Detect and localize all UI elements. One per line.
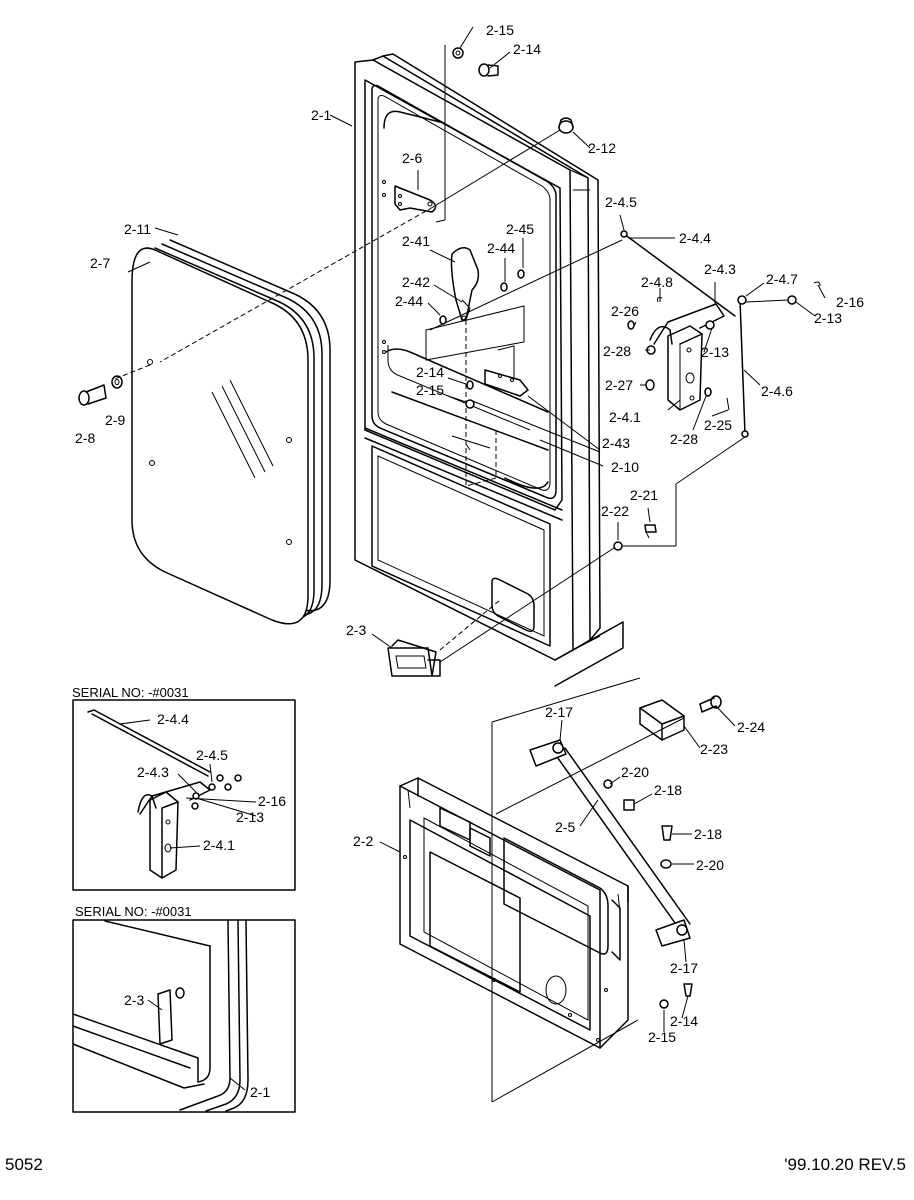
label-2-22: 2-22	[601, 503, 629, 519]
label-2-17: 2-17	[670, 960, 698, 976]
lower-hardware	[603, 779, 693, 1009]
lock-hardware	[627, 281, 821, 411]
hidden-parts-outline	[425, 305, 529, 487]
label-2-44: 2-44	[487, 240, 515, 256]
label-2-4-7: 2-4.7	[766, 271, 798, 287]
small-parts-2-44-2-45	[439, 269, 525, 325]
label-2-3: 2-3	[346, 622, 366, 638]
label-2-28: 2-28	[670, 431, 698, 447]
label-2-4-1: 2-4.1	[609, 409, 641, 425]
label-2-45: 2-45	[506, 221, 534, 237]
washer-2-9	[111, 375, 123, 389]
label-2-24: 2-24	[737, 719, 765, 735]
inset-leader-lines	[119, 719, 246, 1091]
door-handle-2-3	[387, 639, 441, 677]
label-2-15: 2-15	[486, 22, 514, 38]
gas-spring-2-5	[529, 739, 691, 947]
label-2-42: 2-42	[402, 274, 430, 290]
label-2-4-4: 2-4.4	[679, 230, 711, 246]
label-2-18: 2-18	[694, 826, 722, 842]
label-2-6: 2-6	[402, 150, 422, 166]
label-2-12: 2-12	[588, 140, 616, 156]
door-frame	[354, 53, 624, 687]
leader-lines	[111, 26, 826, 1032]
label-2-16: 2-16	[258, 793, 286, 809]
door-lock-2-4-1	[649, 303, 725, 411]
knob-2-12	[558, 117, 574, 134]
label-2-2: 2-2	[353, 833, 373, 849]
label-2-3: 2-3	[124, 992, 144, 1008]
label-2-43: 2-43	[602, 435, 630, 451]
label-2-44: 2-44	[395, 293, 423, 309]
bolt-2-21	[644, 524, 657, 539]
label-2-7: 2-7	[90, 255, 110, 271]
label-2-4-4: 2-4.4	[157, 711, 189, 727]
label-2-27: 2-27	[605, 377, 633, 393]
lower-panel-2-2	[399, 777, 629, 1049]
label-2-13: 2-13	[701, 344, 729, 360]
part-labels: 2-15 2-14 2-1 2-12 2-6 2-11 2-7 2-45 2-4…	[75, 22, 864, 1100]
door-glass-panel	[131, 239, 331, 625]
label-2-20: 2-20	[696, 857, 724, 873]
bracket-2-6	[394, 185, 437, 213]
label-2-10: 2-10	[611, 459, 639, 475]
label-2-25: 2-25	[704, 417, 732, 433]
label-2-1: 2-1	[311, 107, 331, 123]
rod-2-4-6	[739, 299, 749, 438]
label-2-4-3: 2-4.3	[704, 261, 736, 277]
inset-box-latch	[72, 699, 296, 891]
label-2-23: 2-23	[700, 741, 728, 757]
label-2-14: 2-14	[513, 41, 541, 57]
latch-lever-2-41	[450, 247, 480, 322]
label-2-17: 2-17	[545, 704, 573, 720]
label-2-16: 2-16	[836, 294, 864, 310]
lower-panel-reference-box	[491, 677, 641, 1103]
bolt-2-14-top	[478, 63, 499, 77]
label-2-4-5: 2-4.5	[605, 194, 637, 210]
label-2-15: 2-15	[648, 1029, 676, 1045]
label-2-4-5: 2-4.5	[196, 747, 228, 763]
bolt-2-24	[699, 695, 722, 713]
label-2-4-1: 2-4.1	[203, 837, 235, 853]
washer-2-22	[613, 541, 623, 551]
revision-date: '99.10.20 REV.5	[784, 1155, 906, 1174]
label-2-13: 2-13	[814, 310, 842, 326]
label-2-9: 2-9	[105, 412, 125, 428]
label-2-26: 2-26	[611, 303, 639, 319]
label-2-20: 2-20	[621, 764, 649, 780]
label-2-11: 2-11	[124, 221, 151, 237]
label-2-41: 2-41	[402, 233, 430, 249]
label-2-4-6: 2-4.6	[761, 383, 793, 399]
rod-2-4-4	[620, 230, 736, 317]
label-2-4-8: 2-4.8	[641, 274, 673, 290]
page-number: 5052	[5, 1155, 43, 1174]
label-2-14: 2-14	[416, 364, 444, 380]
inset-bottom-serial-label: SERIAL NO: -#0031	[75, 904, 192, 919]
label-2-28: 2-28	[603, 343, 631, 359]
nut-2-15-top	[452, 47, 464, 59]
label-2-18: 2-18	[654, 782, 682, 798]
label-2-5: 2-5	[555, 819, 575, 835]
inset-top-serial-label: SERIAL NO: -#0031	[72, 685, 189, 700]
label-2-14: 2-14	[670, 1013, 698, 1029]
label-2-21: 2-21	[630, 487, 658, 503]
label-2-8: 2-8	[75, 430, 95, 446]
inset-box-handle	[72, 919, 296, 1113]
label-2-4-3: 2-4.3	[137, 764, 169, 780]
label-2-15: 2-15	[416, 382, 444, 398]
screw-2-8	[78, 384, 107, 406]
label-2-13: 2-13	[236, 809, 264, 825]
label-2-1: 2-1	[250, 1084, 270, 1100]
stopper-2-23	[639, 699, 685, 741]
